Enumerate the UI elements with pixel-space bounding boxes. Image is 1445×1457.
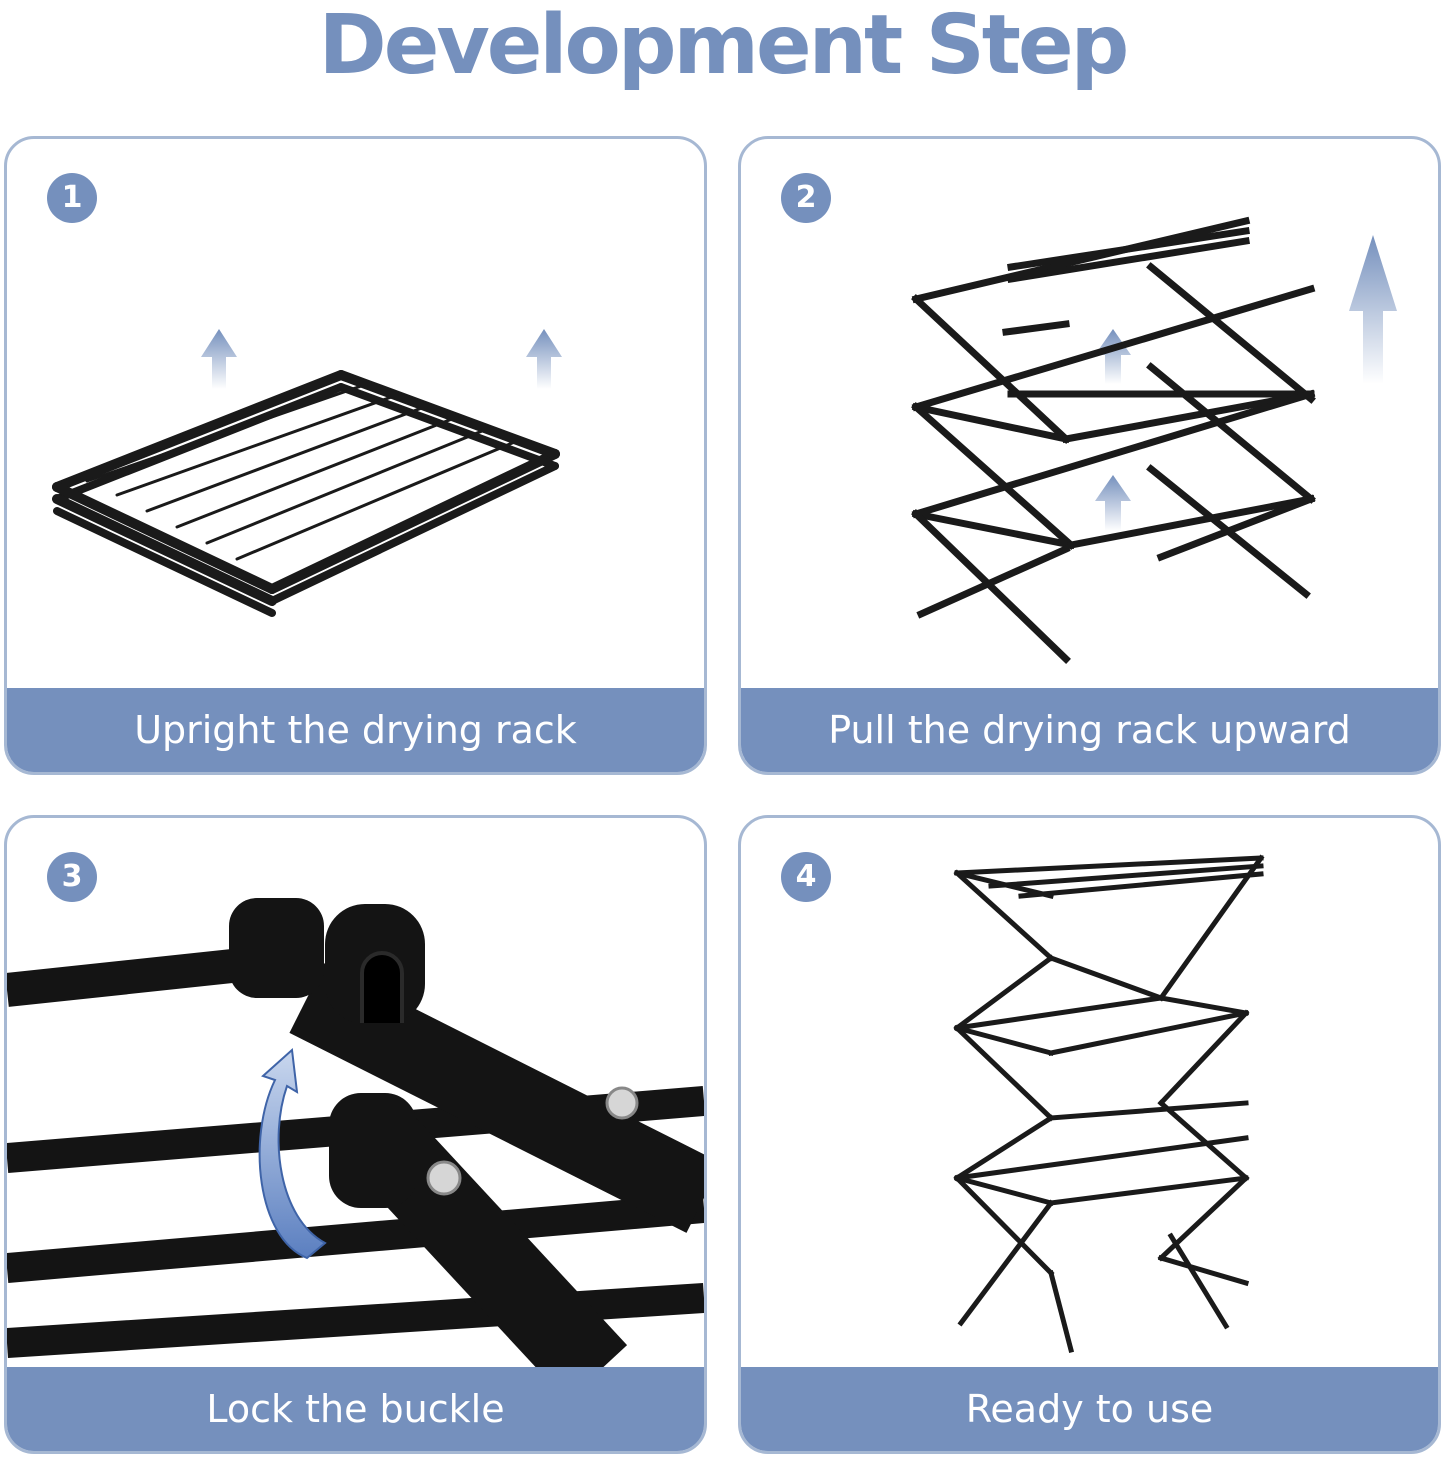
expanding-rack-illustration bbox=[911, 216, 1397, 664]
expanded-rack-illustration bbox=[953, 854, 1265, 1354]
step-card-4: 4 Ready to use bbox=[738, 815, 1441, 1454]
up-arrow-icon bbox=[1095, 235, 1397, 531]
step-number-badge: 3 bbox=[47, 852, 97, 902]
step-number-badge: 4 bbox=[781, 852, 831, 902]
page-title: Development Step bbox=[318, 0, 1130, 93]
step-caption: Pull the drying rack upward bbox=[741, 688, 1438, 772]
buckle-closeup-illustration bbox=[7, 898, 704, 1373]
step-card-1: 1 Upright the drying rack bbox=[4, 136, 707, 775]
curved-arrow-icon bbox=[258, 1047, 327, 1260]
step-card-3: 3 Lock the buckle bbox=[4, 815, 707, 1454]
step-caption: Upright the drying rack bbox=[7, 688, 704, 772]
rivet-icon bbox=[426, 1160, 462, 1196]
step-number-badge: 1 bbox=[47, 173, 97, 223]
step-number-badge: 2 bbox=[781, 173, 831, 223]
step-caption: Lock the buckle bbox=[7, 1367, 704, 1451]
folded-rack-illustration bbox=[52, 329, 562, 617]
up-arrow-icon bbox=[201, 329, 562, 389]
step-caption: Ready to use bbox=[741, 1367, 1438, 1451]
step-card-2: 2 Pull the drying rack upward bbox=[738, 136, 1441, 775]
rivet-icon bbox=[605, 1086, 639, 1120]
